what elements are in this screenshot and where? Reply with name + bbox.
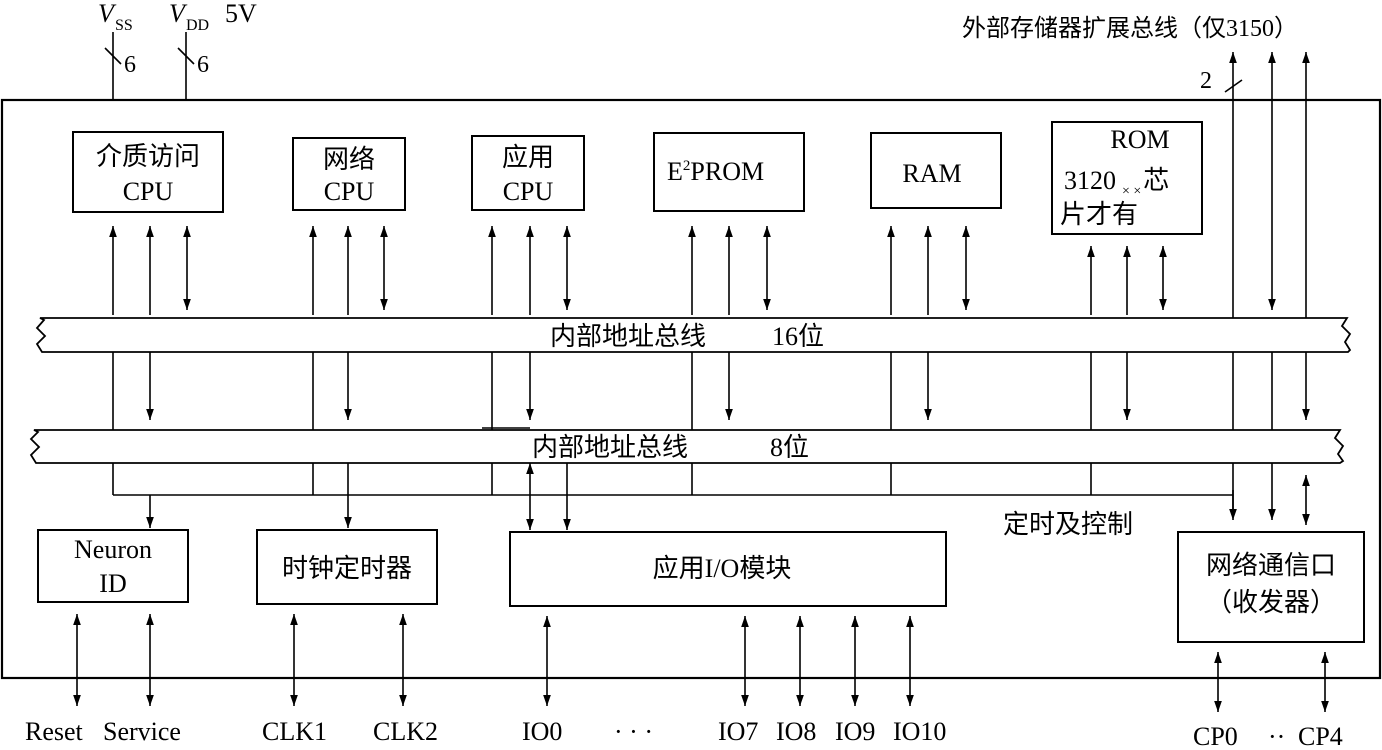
pin-io10: IO10 <box>893 717 946 746</box>
pin-io8: IO8 <box>776 717 816 746</box>
neuron-id-block: Neuron ID <box>37 495 189 603</box>
rom-line2: 3120× ×芯 <box>1064 166 1169 199</box>
pin-service: Service <box>103 717 181 746</box>
ram-label: RAM <box>902 159 961 188</box>
rom-block: ROM 3120× ×芯 片才有 <box>1051 121 1203 235</box>
network-cpu-line1: 网络 <box>323 145 375 174</box>
rom-line3: 片才有 <box>1060 200 1138 229</box>
vss-slash <box>104 47 122 65</box>
ram-block: RAM <box>870 132 1002 209</box>
internal-bus-16bit: 内部地址总线 16位 <box>35 317 1352 353</box>
timing-control-label: 定时及控制 <box>1003 510 1133 539</box>
rom-line1: ROM <box>1110 125 1169 154</box>
vdd-voltage: 5V <box>225 0 257 28</box>
power-pins: V SS V DD 5V 6 6 <box>98 0 257 100</box>
pin-io0: IO0 <box>522 717 562 746</box>
app-io-label: 应用I/O模块 <box>653 554 792 583</box>
vdd-symbol: V <box>169 0 188 28</box>
pin-cp-ellipsis: ·· <box>1268 722 1285 750</box>
eeprom-label: E2PROM <box>667 157 764 186</box>
eeprom-block: E2PROM <box>653 132 805 212</box>
bus8-width: 8位 <box>770 433 809 462</box>
app-cpu-line1: 应用 <box>502 143 554 172</box>
vss-count: 6 <box>124 52 136 78</box>
media-access-cpu-block: 介质访问 CPU <box>72 131 224 213</box>
chip-outline <box>0 98 1382 680</box>
vss-subscript: SS <box>115 17 133 34</box>
top-block-connections <box>109 226 1167 430</box>
net-port-line2: （收发器） <box>1206 588 1336 617</box>
vdd-count: 6 <box>197 52 209 78</box>
clock-timer-label: 时钟定时器 <box>282 554 412 583</box>
pin-cp4: CP4 <box>1298 722 1343 750</box>
application-cpu-block: 应用 CPU <box>471 135 585 211</box>
pin-cp0: CP0 <box>1193 722 1238 750</box>
neuron-id-line1: Neuron <box>74 535 152 564</box>
network-cpu-line2: CPU <box>324 177 375 206</box>
application-io-block: 应用I/O模块 <box>509 463 947 607</box>
neuron-id-line2: ID <box>99 569 126 598</box>
bus16-name: 内部地址总线 <box>550 322 706 351</box>
timing-control-line: 定时及控制 <box>112 463 1233 539</box>
vss-symbol: V <box>98 0 117 28</box>
bus16-width: 16位 <box>772 322 824 351</box>
external-bus-label: 外部存储器扩展总线（仅3150） <box>962 15 1298 42</box>
pin-io9: IO9 <box>835 717 875 746</box>
net-port-line1: 网络通信口 <box>1206 551 1336 580</box>
network-cpu-block: 网络 CPU <box>292 137 406 211</box>
media-cpu-line2: CPU <box>123 177 174 206</box>
pin-reset: Reset <box>25 717 84 746</box>
media-cpu-line1: 介质访问 <box>96 142 200 171</box>
pin-clk1: CLK1 <box>262 717 327 746</box>
bus8-name: 内部地址总线 <box>532 433 688 462</box>
app-cpu-line2: CPU <box>503 177 554 206</box>
clock-timer-block: 时钟定时器 <box>256 463 438 605</box>
internal-bus-8bit: 内部地址总线 8位 <box>29 429 1345 464</box>
pin-labels: Reset Service CLK1 CLK2 IO0 · · · IO7 IO… <box>25 717 1343 750</box>
pin-io7: IO7 <box>718 717 758 746</box>
vdd-slash <box>177 47 195 65</box>
bottom-pin-connections <box>73 614 1329 712</box>
pin-io-ellipsis: · · · <box>614 717 653 746</box>
network-port-block: 网络通信口 （收发器） <box>1177 531 1365 643</box>
external-bus-width: 2 <box>1200 68 1212 94</box>
pin-clk2: CLK2 <box>373 717 438 746</box>
vdd-subscript: DD <box>186 17 209 34</box>
